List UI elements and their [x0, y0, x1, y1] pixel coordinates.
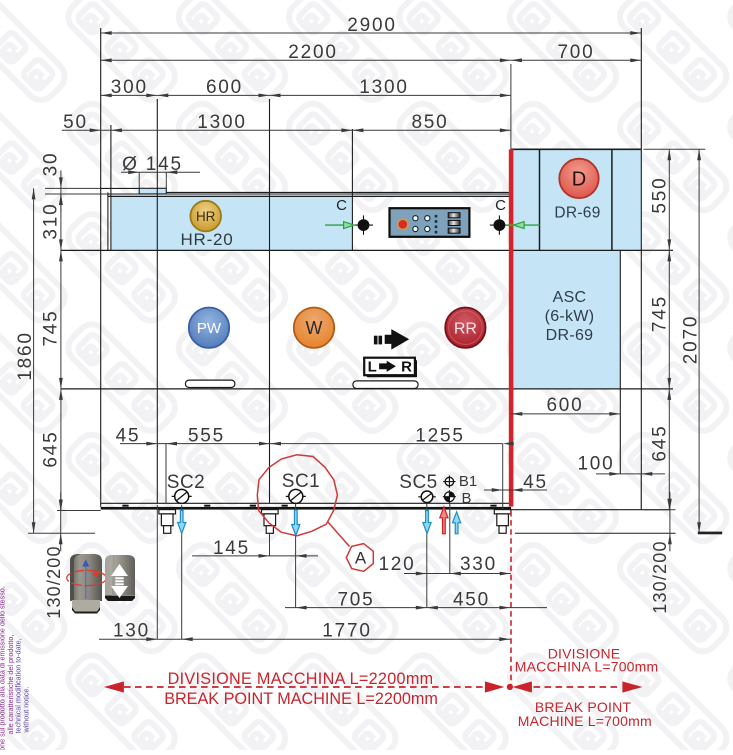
svg-text:145: 145 [213, 538, 250, 559]
svg-text:1300: 1300 [359, 77, 408, 98]
svg-text:1770: 1770 [322, 621, 371, 642]
svg-text:300: 300 [111, 77, 148, 98]
svg-text:1300: 1300 [197, 112, 246, 133]
svg-text:850: 850 [411, 112, 448, 133]
svg-text:A: A [355, 549, 367, 568]
svg-text:555: 555 [188, 425, 225, 446]
svg-text:2900: 2900 [347, 15, 396, 36]
svg-text:C: C [336, 197, 347, 214]
svg-text:2070: 2070 [681, 315, 702, 364]
svg-text:330: 330 [460, 554, 497, 575]
svg-text:1255: 1255 [415, 425, 464, 446]
svg-text:705: 705 [337, 589, 374, 610]
svg-text:B1: B1 [459, 473, 477, 490]
svg-text:alle caratteristiche del prodo: alle caratteristiche del prodotto, [6, 635, 15, 735]
svg-text:450: 450 [453, 589, 490, 610]
svg-text:30: 30 [41, 152, 62, 177]
svg-text:R: R [401, 358, 412, 375]
svg-text:550: 550 [650, 176, 671, 213]
svg-text:700: 700 [557, 42, 594, 63]
svg-text:B: B [461, 490, 471, 507]
svg-text:120: 120 [378, 554, 415, 575]
svg-text:745: 745 [41, 309, 62, 346]
svg-text:SC1: SC1 [282, 471, 320, 492]
svg-text:HR: HR [196, 209, 216, 224]
svg-text:PW: PW [197, 320, 222, 337]
svg-text:BREAK POINT MACHINE L=2200mm: BREAK POINT MACHINE L=2200mm [164, 690, 438, 708]
svg-text:100: 100 [577, 454, 614, 475]
svg-text:W: W [306, 318, 323, 338]
svg-text:130: 130 [113, 621, 150, 642]
svg-text:45: 45 [523, 472, 548, 493]
svg-text:L: L [368, 358, 377, 375]
svg-text:DIVISIONE: DIVISIONE [548, 645, 621, 661]
svg-text:BREAK POINT: BREAK POINT [535, 699, 632, 715]
svg-text:HR-20: HR-20 [180, 230, 233, 249]
svg-text:2200: 2200 [288, 42, 337, 63]
svg-text:RR: RR [454, 320, 477, 337]
svg-text:MACCHINA L=700mm: MACCHINA L=700mm [515, 659, 659, 675]
svg-text:645: 645 [650, 424, 671, 461]
svg-text:600: 600 [206, 77, 243, 98]
svg-text:DR-69: DR-69 [546, 327, 594, 344]
svg-text:745: 745 [650, 295, 671, 332]
svg-text:C: C [495, 197, 506, 214]
svg-text:45: 45 [116, 425, 141, 446]
svg-text:ASC: ASC [553, 289, 587, 306]
svg-text:600: 600 [546, 395, 583, 416]
svg-text:DIVISIONE MACCHINA L=2200mm: DIVISIONE MACCHINA L=2200mm [168, 670, 434, 688]
svg-text:MACHINE L=700mm: MACHINE L=700mm [518, 713, 652, 729]
svg-text:technical modification to-date: technical modification to-date, [14, 638, 23, 733]
svg-text:Ø 145: Ø 145 [122, 154, 183, 175]
svg-text:130/200: 130/200 [44, 545, 64, 618]
svg-text:(6-kW): (6-kW) [545, 308, 595, 325]
svg-text:without notice.: without notice. [21, 687, 30, 734]
svg-text:zione sul prodotto alla data d: zione sul prodotto alla data di emission… [0, 586, 6, 750]
svg-text:SC2: SC2 [167, 472, 205, 493]
svg-text:DR-69: DR-69 [554, 205, 600, 222]
svg-text:1860: 1860 [15, 331, 36, 380]
svg-text:D: D [572, 169, 586, 191]
svg-text:310: 310 [41, 202, 62, 239]
svg-text:50: 50 [63, 112, 88, 133]
svg-text:645: 645 [41, 430, 62, 467]
svg-text:SC5: SC5 [399, 472, 437, 493]
svg-text:130/200: 130/200 [650, 540, 670, 613]
